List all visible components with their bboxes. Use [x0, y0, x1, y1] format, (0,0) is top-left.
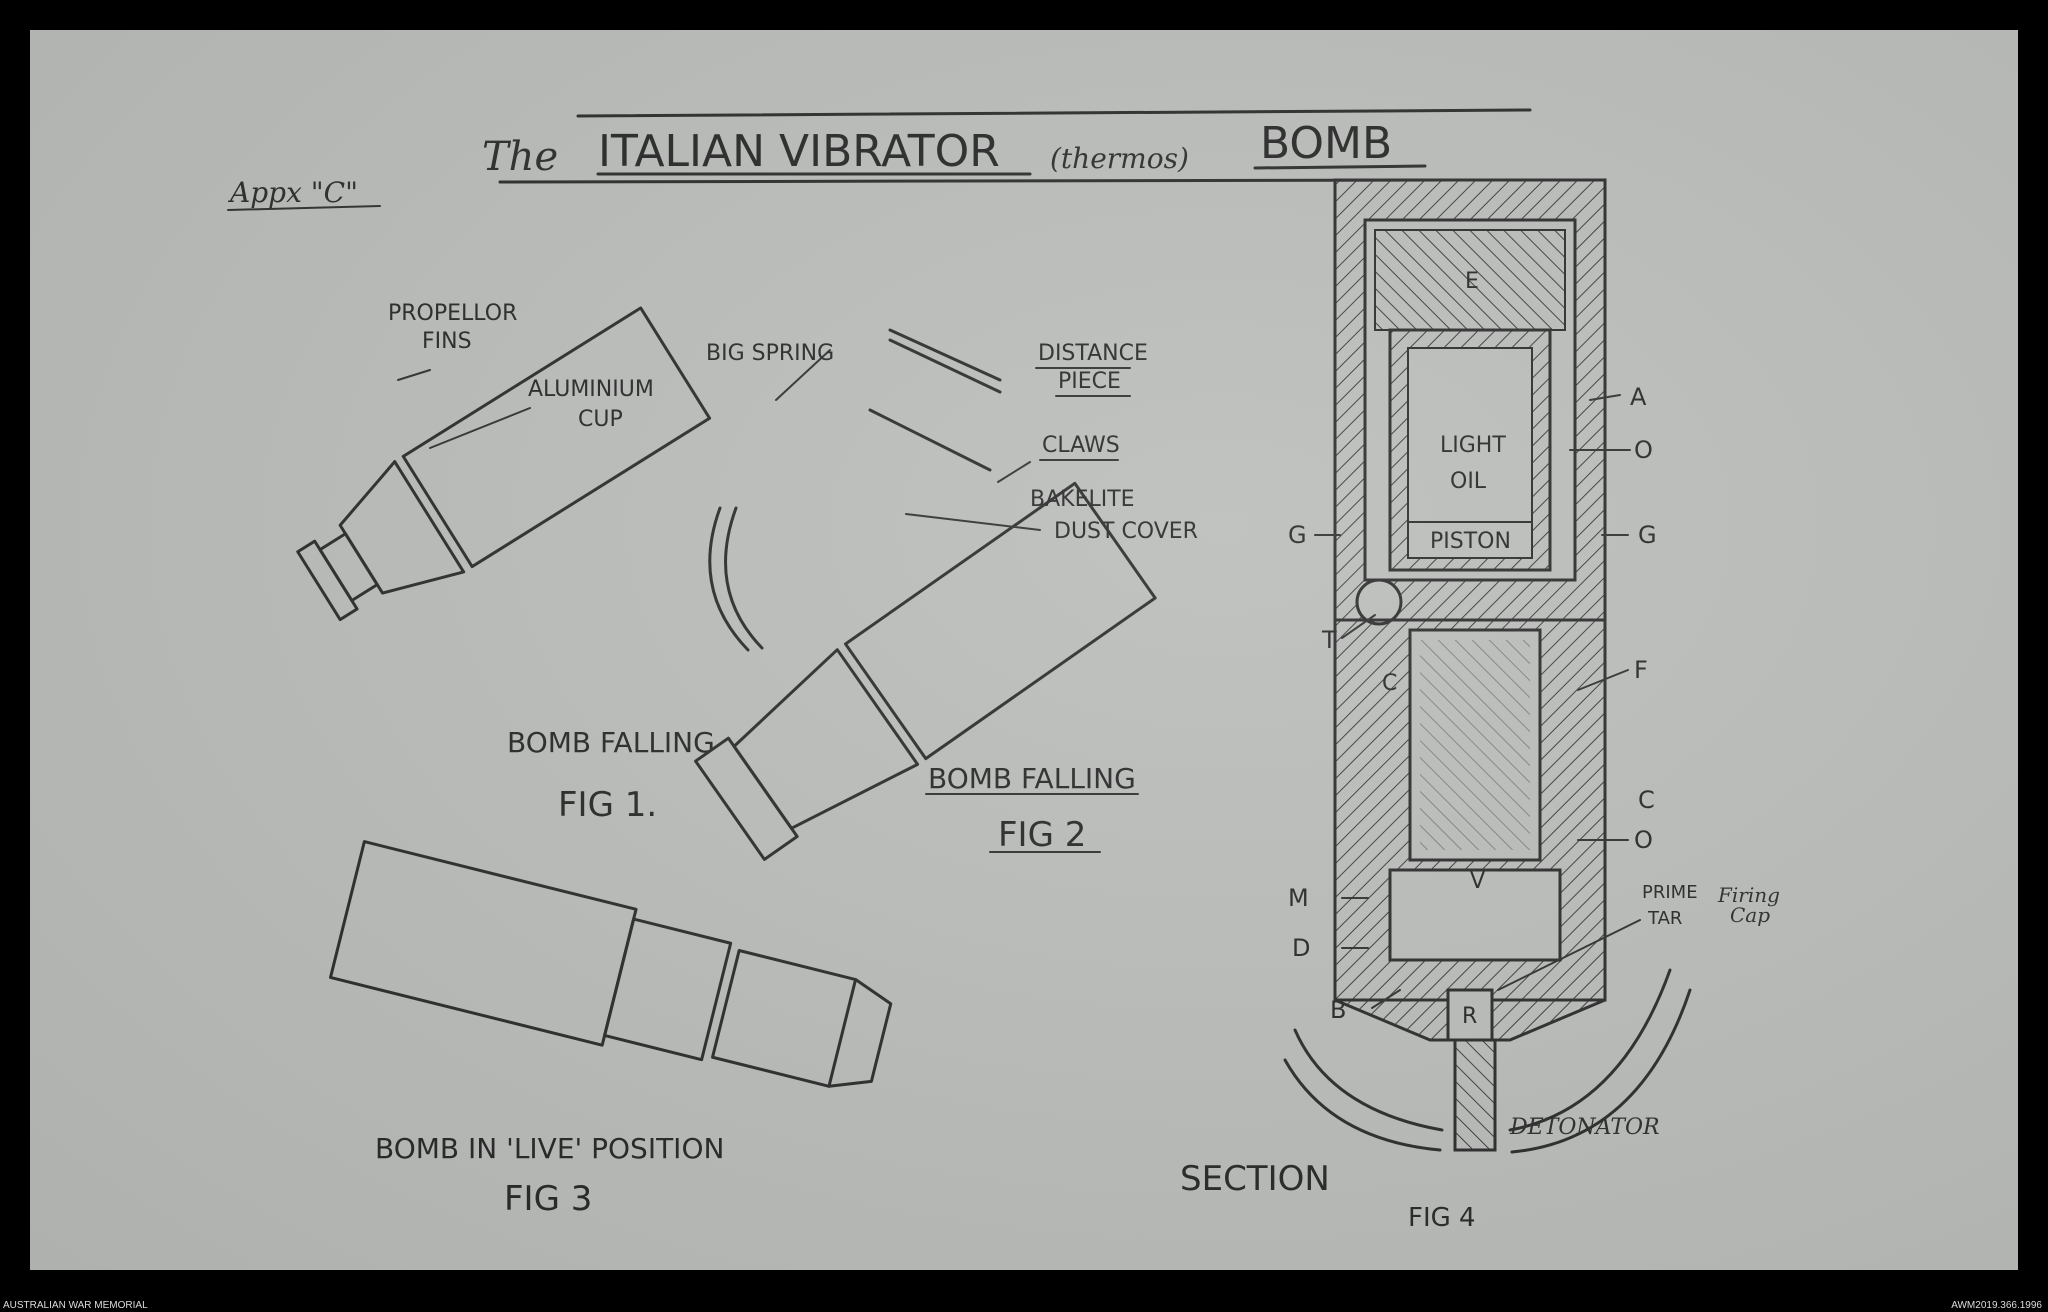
fig4-letter-o-lower: O — [1634, 826, 1653, 854]
fig4-ball-t — [1355, 578, 1403, 626]
fig4-label-v: V — [1470, 869, 1485, 894]
fig4-firing-chamber — [1388, 868, 1562, 962]
fig3-bomb-body — [328, 840, 638, 1047]
fig1-label-propellor: PROPELLOR — [388, 301, 517, 326]
fig1-bomb-body — [401, 306, 712, 569]
footer-credit-left: AUSTRALIAN WAR MEMORIAL — [3, 1300, 148, 1311]
title-underline-suffix — [1253, 164, 1427, 170]
fig2-dust-cover — [732, 648, 920, 830]
fig4-spring-chamber — [1374, 229, 1566, 331]
fig2-label-distance: DISTANCE — [1038, 341, 1148, 366]
fig3-spring — [711, 949, 858, 1088]
fig4-letter-o-upper: O — [1634, 436, 1653, 464]
fig4-label-light: LIGHT — [1440, 433, 1506, 458]
title-main: ITALIAN VIBRATOR — [598, 126, 1000, 177]
fig2-claw-left — [708, 506, 750, 652]
fig4-fin-right — [1508, 968, 1672, 1132]
fig3-caption: BOMB IN 'LIVE' POSITION — [375, 1132, 724, 1165]
fig2-drawing — [694, 328, 1157, 861]
fig2-label-claws: CLAWS — [1042, 433, 1120, 458]
fig1-number: FIG 1. — [558, 785, 657, 825]
fig2-number: FIG 2 — [998, 815, 1086, 855]
fig3-cup — [603, 917, 733, 1062]
fig1-drawing — [296, 306, 712, 622]
fig1-propeller-hub — [318, 532, 379, 603]
fig4-label-prime: PRIME — [1642, 882, 1698, 903]
fig4-label-c-inner: C — [1382, 671, 1397, 696]
title-suffix: BOMB — [1260, 118, 1392, 169]
fig4-letter-b: B — [1330, 996, 1346, 1024]
fig3-drawing — [328, 840, 893, 1088]
fig2-label-dust-cover: DUST COVER — [1054, 519, 1198, 544]
title-prefix: The — [482, 134, 558, 180]
fig4-letter-d: D — [1292, 934, 1310, 962]
fig4-section-drawing — [1283, 178, 1692, 1154]
title-overline — [576, 108, 1532, 118]
fig1-caption: BOMB FALLING — [507, 726, 715, 759]
fig4-letter-a: A — [1630, 383, 1647, 411]
fig4-label-detonator: DETONATOR — [1509, 1115, 1660, 1140]
fig4-label-e: E — [1465, 269, 1479, 294]
fig4-letter-m: M — [1288, 884, 1309, 912]
document-sheet: The ITALIAN VIBRATOR (thermos) BOMB Appx… — [30, 30, 2018, 1270]
fig2-label-big-spring: BIG SPRING — [706, 341, 834, 366]
fig4-oil-chamber — [1407, 347, 1533, 539]
fig4-letter-g-right: G — [1638, 521, 1657, 549]
fig2-label-piece: PIECE — [1058, 369, 1121, 394]
fig4-letter-t: T — [1321, 626, 1337, 654]
fig2-big-spring — [694, 736, 799, 861]
fig1-propeller-fins — [296, 539, 359, 622]
fig4-label-cap: Cap — [1730, 903, 1770, 927]
fig2-claw-right — [868, 408, 992, 472]
title-underline — [498, 178, 1452, 184]
fig2-bomb-body — [843, 481, 1157, 761]
fig4-label-r: R — [1462, 1004, 1477, 1029]
fig4-letter-g-left: G — [1288, 521, 1307, 549]
title-group: The ITALIAN VIBRATOR (thermos) BOMB — [482, 108, 1532, 184]
fig2-label-bakelite: BAKELITE — [1030, 487, 1135, 512]
fig4-letter-c-right: C — [1638, 786, 1655, 814]
fig4-label-firing: Firing — [1717, 883, 1780, 907]
appendix-label-group: Appx "C" — [227, 176, 381, 211]
fig4-label-tar: TAR — [1647, 908, 1682, 929]
fig2-caption: BOMB FALLING — [928, 762, 1136, 795]
diagram-canvas: The ITALIAN VIBRATOR (thermos) BOMB Appx… — [227, 108, 1780, 1233]
appendix-label: Appx "C" — [227, 176, 358, 209]
fig4-section-label: SECTION — [1180, 1159, 1330, 1199]
fig1-label-aluminium: ALUMINIUM — [528, 377, 654, 402]
fig3-nose — [827, 978, 893, 1088]
fig4-label-oil: OIL — [1450, 469, 1487, 494]
fig1-label-fins: FINS — [422, 329, 472, 354]
fig4-detonator — [1453, 1038, 1497, 1152]
fig1-label-cup: CUP — [578, 407, 623, 432]
fig4-label-piston: PISTON — [1430, 529, 1511, 554]
title-paren: (thermos) — [1050, 142, 1189, 175]
fig4-fin-left — [1293, 1028, 1444, 1132]
fig2-distance-piece — [888, 328, 1002, 382]
footer-credit-right: AWM2019.366.1996 — [1951, 1300, 2042, 1311]
fig4-number: FIG 4 — [1408, 1203, 1476, 1233]
fig3-number: FIG 3 — [504, 1179, 592, 1219]
fig4-letter-f: F — [1634, 656, 1648, 684]
fig4-piston — [1407, 521, 1533, 559]
